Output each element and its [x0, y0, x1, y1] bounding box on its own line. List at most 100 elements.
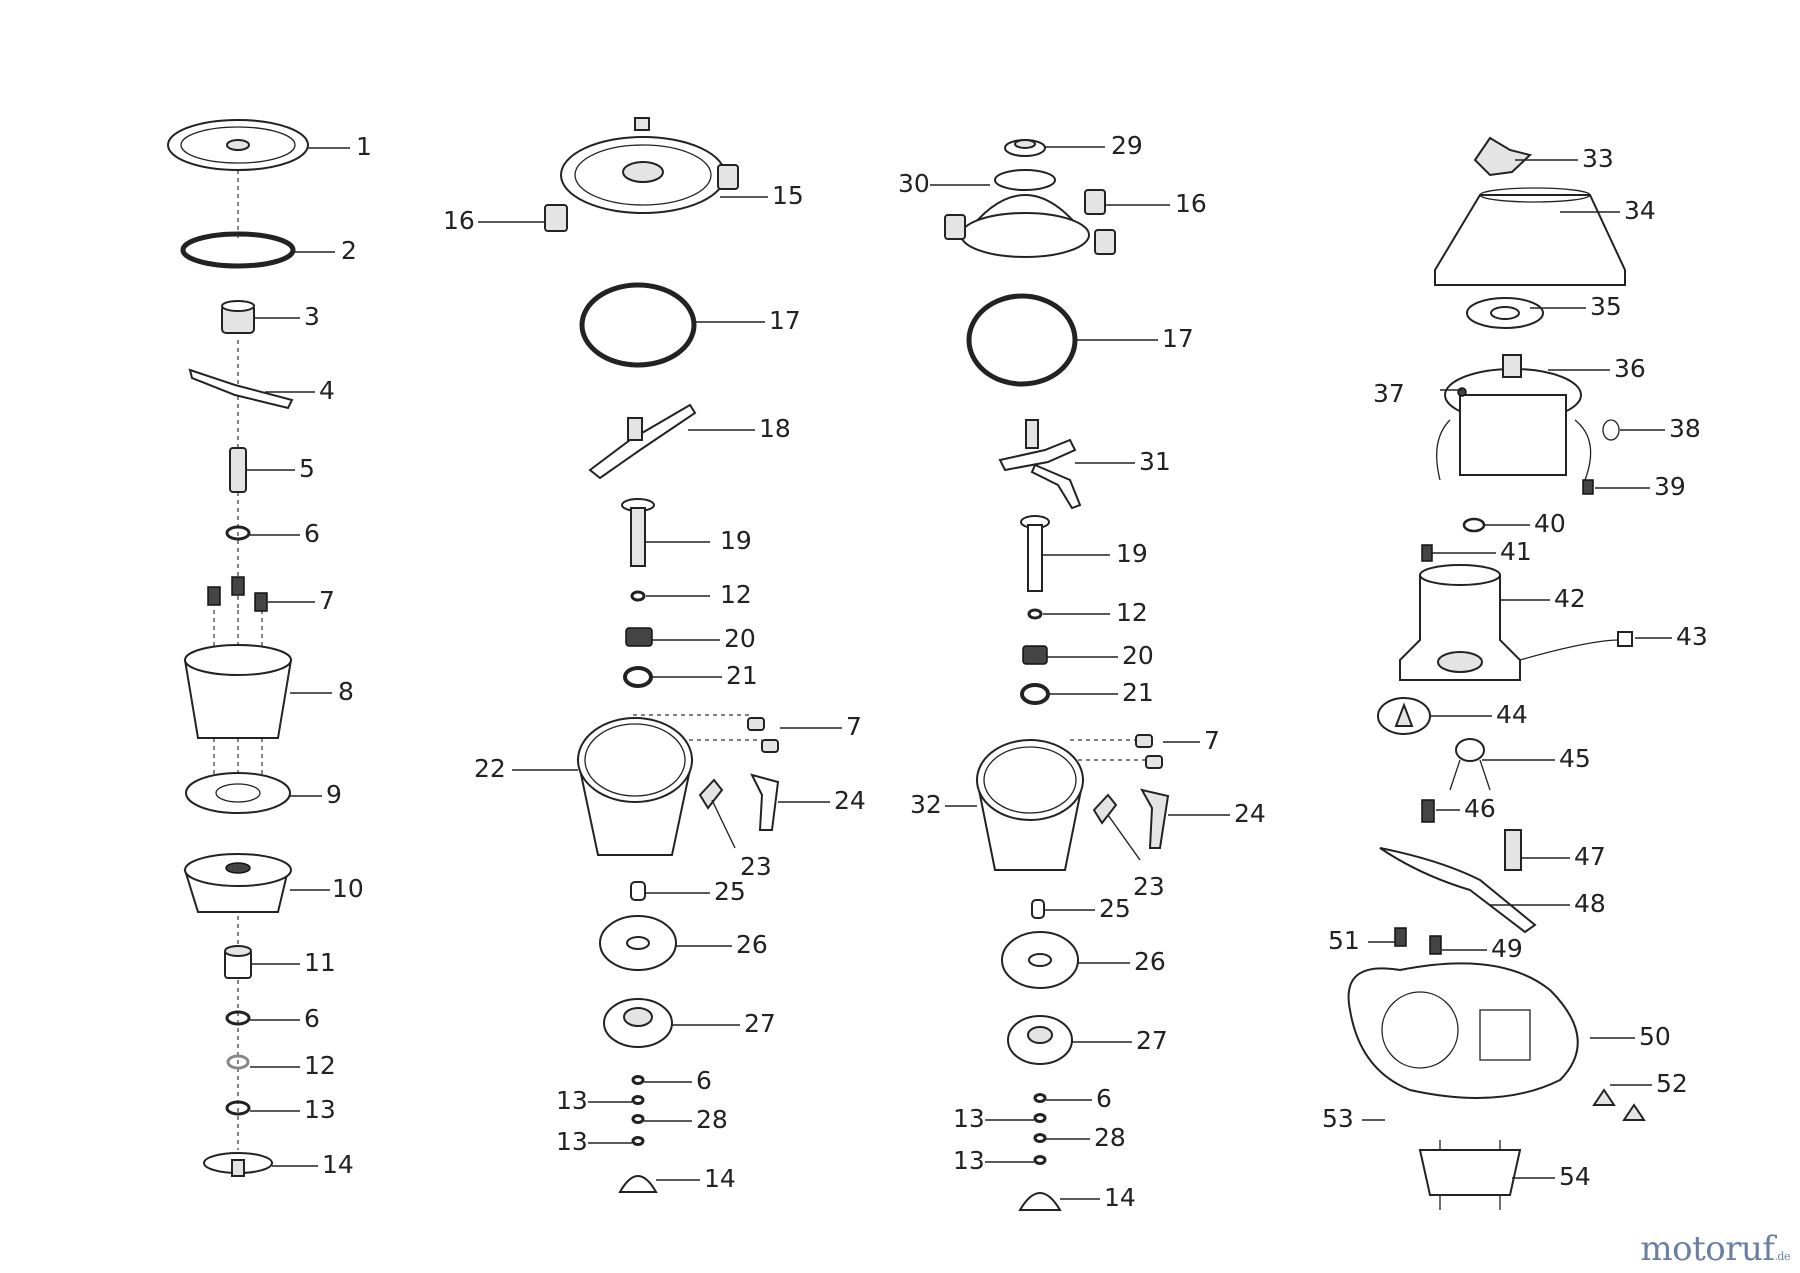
label-c2-26: 26	[736, 930, 768, 959]
label-c3-13a: 13	[953, 1104, 985, 1133]
label-c2-22: 22	[474, 754, 506, 783]
label-c2-14: 14	[704, 1164, 736, 1193]
label-c2-23: 23	[740, 852, 772, 881]
label-c2-18: 18	[759, 414, 791, 443]
label-c3-27: 27	[1136, 1026, 1168, 1055]
label-37: 37	[1373, 379, 1405, 408]
label-12: 12	[304, 1051, 336, 1080]
part-23-gasket-c3	[1092, 793, 1118, 825]
part-40-washer	[1462, 517, 1486, 533]
part-36-motor	[1436, 354, 1592, 481]
label-47: 47	[1574, 842, 1606, 871]
part-6-washer	[225, 525, 251, 541]
part-20-nut	[625, 627, 653, 647]
label-42: 42	[1554, 584, 1586, 613]
label-c2-28: 28	[696, 1105, 728, 1134]
label-c3-17: 17	[1162, 324, 1194, 353]
part-14-coupling-c3	[1018, 1192, 1062, 1211]
part-49-screw	[1429, 935, 1442, 955]
part-7-screws	[207, 576, 268, 612]
label-c3-20: 20	[1122, 641, 1154, 670]
label-1: 1	[356, 132, 372, 161]
part-6b-washer	[225, 1010, 251, 1026]
part-10-base-housing	[183, 853, 292, 913]
watermark-logo: motoruf.de	[1640, 1229, 1790, 1269]
part-16-clip	[544, 164, 739, 232]
part-24-handle	[750, 773, 780, 831]
label-14: 14	[322, 1150, 354, 1179]
part-38-clip	[1602, 419, 1620, 441]
part-12-washer	[226, 1054, 250, 1070]
part-numbers: 1 2 3 4 5 6 7 8 9 10 11 6 12 13 14 16 15…	[299, 131, 1708, 1212]
part-17-gasket	[579, 282, 697, 368]
label-c2-21: 21	[726, 661, 758, 690]
part-32-bowl	[975, 739, 1085, 871]
label-48: 48	[1574, 889, 1606, 918]
label-40: 40	[1534, 509, 1566, 538]
part-16-clip-c3	[944, 189, 1116, 255]
label-c3-19: 19	[1116, 539, 1148, 568]
label-c2-7: 7	[846, 712, 862, 741]
label-33: 33	[1582, 144, 1614, 173]
part-35-ring	[1466, 297, 1544, 329]
label-c3-6: 6	[1096, 1084, 1112, 1113]
label-43: 43	[1676, 622, 1708, 651]
column-1-parts	[167, 119, 309, 1177]
label-3: 3	[304, 302, 320, 331]
label-52: 52	[1656, 1069, 1688, 1098]
label-44: 44	[1496, 700, 1528, 729]
label-11: 11	[304, 948, 336, 977]
part-17-gasket-c3	[966, 293, 1078, 387]
part-37-screw	[1457, 387, 1467, 397]
part-14-coupling	[203, 1152, 273, 1177]
part-small-rings-c3	[1033, 1093, 1047, 1165]
part-23-gasket	[698, 778, 724, 810]
part-14-coupling-c2	[618, 1175, 658, 1193]
label-c2-16: 16	[443, 206, 475, 235]
part-34-cover	[1434, 187, 1626, 286]
label-34: 34	[1624, 196, 1656, 225]
label-c2-13a: 13	[556, 1086, 588, 1115]
label-35: 35	[1590, 292, 1622, 321]
label-c3-30: 30	[898, 169, 930, 198]
label-c2-17: 17	[769, 306, 801, 335]
part-27-hub-c3	[1007, 1015, 1073, 1065]
label-c3-7: 7	[1204, 726, 1220, 755]
label-c3-25: 25	[1099, 894, 1131, 923]
label-53: 53	[1322, 1104, 1354, 1133]
label-c3-31: 31	[1139, 447, 1171, 476]
label-41: 41	[1500, 537, 1532, 566]
part-42-base	[1399, 564, 1521, 681]
label-c2-27: 27	[744, 1009, 776, 1038]
label-6b: 6	[304, 1004, 320, 1033]
label-36: 36	[1614, 354, 1646, 383]
part-30-lid	[960, 169, 1090, 258]
part-44-knob	[1377, 697, 1431, 735]
label-c3-14: 14	[1104, 1183, 1136, 1212]
part-33-coupler	[1473, 136, 1533, 177]
label-c2-24: 24	[834, 786, 866, 815]
label-49: 49	[1491, 934, 1523, 963]
label-10: 10	[332, 874, 364, 903]
part-22-bowl	[576, 717, 694, 856]
label-c2-12: 12	[720, 580, 752, 609]
label-9: 9	[326, 780, 342, 809]
label-c2-19: 19	[720, 526, 752, 555]
label-50: 50	[1639, 1022, 1671, 1051]
label-c3-29: 29	[1111, 131, 1143, 160]
part-13-washer	[225, 1100, 251, 1116]
label-46: 46	[1464, 794, 1496, 823]
label-c3-16: 16	[1175, 189, 1207, 218]
label-c2-25: 25	[714, 877, 746, 906]
label-13: 13	[304, 1095, 336, 1124]
part-12-oring-c3	[1027, 608, 1043, 620]
part-15-lid	[560, 117, 726, 214]
column-4-parts	[1347, 136, 1646, 1210]
label-c3-28: 28	[1094, 1123, 1126, 1152]
label-39: 39	[1654, 472, 1686, 501]
part-43-cable	[1519, 631, 1633, 661]
part-7-screws-c2	[747, 717, 779, 753]
part-12-oring	[630, 590, 646, 602]
part-26-disc	[599, 915, 677, 971]
